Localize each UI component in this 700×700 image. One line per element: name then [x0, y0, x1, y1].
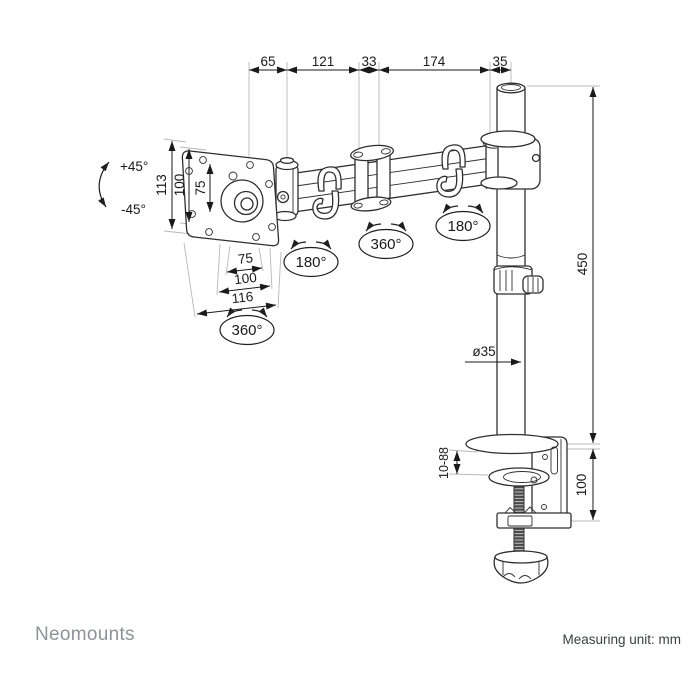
- dim-label-113: 113: [154, 174, 169, 196]
- cable-hook: [436, 168, 464, 198]
- desk-plate: [465, 433, 559, 455]
- cable-hook: [312, 190, 340, 220]
- dim-label-clamp-height: 100: [574, 474, 589, 497]
- cable-clip: [312, 166, 342, 220]
- dim-label-121: 121: [312, 54, 335, 69]
- dim-label-desk-thickness: 10-88: [437, 447, 451, 479]
- dim-label-100-width: 100: [233, 270, 257, 287]
- pole-lock-collar: [493, 265, 544, 295]
- dim-label-33: 33: [361, 54, 376, 69]
- dim-label-174: 174: [423, 54, 446, 69]
- clamp-pad: [488, 467, 550, 487]
- clamp-foot: [496, 506, 572, 529]
- clamp-knob: [493, 550, 549, 584]
- dim-label-35: 35: [492, 54, 507, 69]
- dim-label-116-width: 116: [231, 289, 254, 306]
- bracket-slot: [550, 446, 558, 475]
- brand-logo: Neomounts: [35, 624, 135, 645]
- dim-label-75-width: 75: [237, 250, 254, 267]
- cable-clip: [436, 144, 466, 198]
- pole: [493, 82, 544, 437]
- arm-rotation-label-1: 180°: [295, 254, 326, 271]
- measuring-unit-label: Measuring unit: mm: [562, 632, 681, 647]
- dim-label-100-vert: 100: [172, 174, 187, 197]
- rotation-arrow-right: [251, 307, 268, 318]
- vesa-dimensions-left: 113 100 75: [154, 141, 214, 229]
- footer: Neomounts Measuring unit: mm: [35, 624, 681, 647]
- pivot-screw: [276, 190, 290, 204]
- arm: [264, 130, 541, 222]
- dim-label-450: 450: [575, 253, 590, 276]
- rotation-arrow-right: [467, 203, 484, 214]
- rotation-arrow-left: [365, 221, 382, 232]
- arm-pole-clamp: [480, 130, 541, 190]
- arm-rotation-badge-2: 360°: [358, 221, 414, 260]
- vesa-mounting-holes: [185, 156, 276, 241]
- arm-rotation-label-2: 360°: [370, 236, 401, 253]
- vesa-plate: [181, 150, 280, 247]
- vesa-rotation-badge: 360°: [219, 307, 275, 346]
- clamp-screw: [531, 153, 541, 163]
- clamp-screw-thread: [513, 484, 525, 517]
- dim-label-75-vert: 75: [193, 180, 208, 195]
- vesa-swivel-label: 360°: [231, 322, 262, 339]
- tilt-rotation-indicator: +45° -45°: [98, 159, 148, 217]
- arm-rotation-badge-1: 180°: [283, 239, 339, 278]
- tilt-arc-arrow: [98, 161, 110, 208]
- arm-rotation-badge-3: 180°: [435, 203, 491, 242]
- ball-joint: [220, 171, 264, 223]
- rotation-arrow-left: [290, 239, 307, 250]
- pole-dimensions: 450 ø35: [465, 87, 597, 443]
- vesa-dimensions-bottom: 75 100 116: [196, 250, 277, 317]
- clamp-dimensions: 10-88 100: [437, 447, 597, 520]
- rotation-arrow-left: [442, 203, 459, 214]
- rotation-arrow-right: [315, 239, 332, 250]
- dim-label-65: 65: [260, 54, 275, 69]
- tilt-down-label: -45°: [121, 202, 146, 217]
- desk-clamp: [465, 433, 572, 584]
- arm-rotation-label-3: 180°: [447, 218, 478, 235]
- rotation-arrow-right: [390, 221, 407, 232]
- dim-label-diameter: ø35: [472, 344, 495, 359]
- tilt-up-label: +45°: [120, 159, 148, 174]
- top-dimension-chain: 65 121 33 174 35: [249, 54, 511, 74]
- rotation-arrow-left: [226, 307, 243, 318]
- arm-middle-joint: [349, 144, 395, 212]
